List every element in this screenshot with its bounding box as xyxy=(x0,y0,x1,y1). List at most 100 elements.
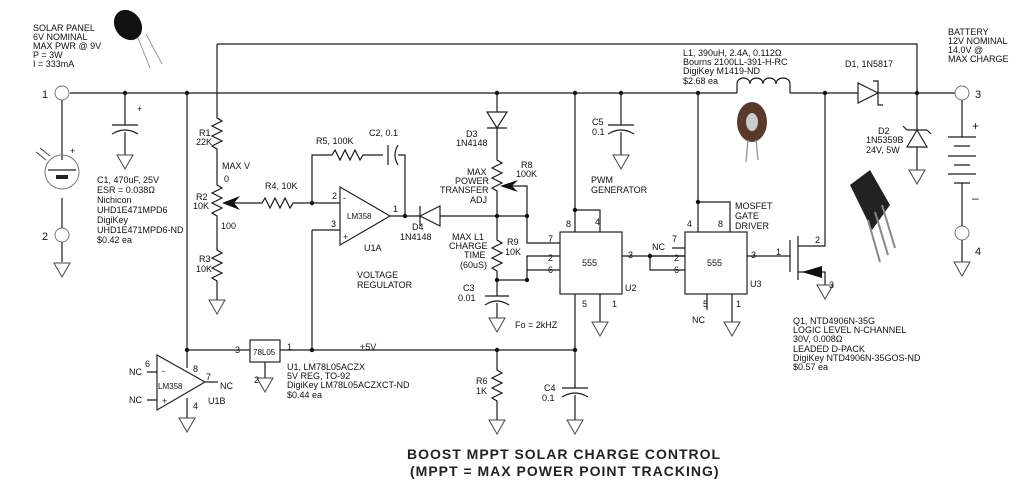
svg-text:12V NOMINAL: 12V NOMINAL xyxy=(948,36,1008,46)
svg-text:U2: U2 xyxy=(625,283,637,293)
svg-text:3: 3 xyxy=(751,250,756,260)
svg-text:I = 333mA: I = 333mA xyxy=(33,59,74,69)
svg-text:U3: U3 xyxy=(750,279,762,289)
svg-text:U1A: U1A xyxy=(364,243,382,253)
u3-555 xyxy=(647,90,790,337)
svg-text:MAX V: MAX V xyxy=(222,161,250,171)
svg-text:U1B: U1B xyxy=(208,396,226,406)
svg-text:DigiKey NTD4906N-35GOS-ND: DigiKey NTD4906N-35GOS-ND xyxy=(793,353,921,363)
svg-text:Nichicon: Nichicon xyxy=(97,195,132,205)
battery-label: BATTERY 12V NOMINAL 14.0V @ MAX CHARGE xyxy=(948,27,1009,64)
svg-text:0.01: 0.01 xyxy=(458,293,476,303)
u1a-opamp xyxy=(311,144,420,350)
svg-text:SOLAR PANEL: SOLAR PANEL xyxy=(33,23,95,33)
svg-text:1N4148: 1N4148 xyxy=(400,232,432,242)
svg-text:8: 8 xyxy=(193,364,198,374)
svg-text:D2: D2 xyxy=(878,126,890,136)
svg-text:24V, 5W: 24V, 5W xyxy=(866,145,900,155)
svg-text:R2: R2 xyxy=(196,192,208,202)
svg-text:555: 555 xyxy=(707,258,722,268)
svg-text:PWM: PWM xyxy=(591,175,613,185)
svg-text:C3: C3 xyxy=(463,283,475,293)
svg-text:NC: NC xyxy=(220,381,233,391)
c1-label: C1, 470uF, 25V ESR = 0.038Ω Nichicon UHD… xyxy=(97,175,184,245)
terminal-4[interactable] xyxy=(954,225,970,241)
svg-text:DigiKey: DigiKey xyxy=(97,215,129,225)
u1b-labels: LM358 - + 6 8 7 4 NC NC NC U1B xyxy=(129,359,233,411)
terminal-1[interactable] xyxy=(54,85,70,101)
svg-text:P = 3W: P = 3W xyxy=(33,50,63,60)
r9-label: MAX L1 CHARGE TIME (60uS) R9 10K xyxy=(449,232,521,270)
terminal-2[interactable] xyxy=(54,227,70,243)
solar-panel xyxy=(35,85,80,278)
battery-symbol xyxy=(948,85,976,277)
svg-text:NC: NC xyxy=(692,315,705,325)
svg-text:8: 8 xyxy=(718,219,723,229)
c5-capacitor xyxy=(607,90,635,170)
svg-text:R6: R6 xyxy=(476,376,488,386)
svg-text:R1: R1 xyxy=(199,128,211,138)
svg-text:+: + xyxy=(343,232,348,242)
svg-text:LM358: LM358 xyxy=(347,212,372,221)
u1b-opamp xyxy=(147,353,218,433)
svg-text:Q1, NTD4906N-35G: Q1, NTD4906N-35G xyxy=(793,316,875,326)
svg-text:4: 4 xyxy=(193,401,198,411)
svg-text:+: + xyxy=(70,146,75,156)
svg-text:3: 3 xyxy=(235,345,240,355)
q1-mosfet xyxy=(789,90,834,300)
svg-text:R9: R9 xyxy=(507,237,519,247)
svg-text:1: 1 xyxy=(287,342,292,352)
capacitor-photo-icon xyxy=(113,9,163,69)
svg-text:3: 3 xyxy=(628,250,633,260)
d2-label: D2 1N5359B 24V, 5W xyxy=(866,126,904,155)
svg-text:5: 5 xyxy=(703,299,708,309)
svg-text:2: 2 xyxy=(815,235,820,245)
l1-inductor xyxy=(736,77,791,93)
r6-resistor xyxy=(488,350,506,435)
svg-text:3: 3 xyxy=(331,219,336,229)
svg-text:5V REG, TO-92: 5V REG, TO-92 xyxy=(287,371,350,381)
svg-text:8: 8 xyxy=(566,219,571,229)
svg-text:$0.42 ea: $0.42 ea xyxy=(97,235,132,245)
timing-network xyxy=(484,90,560,333)
svg-text:R8: R8 xyxy=(521,160,533,170)
r8-label: MAX POWER TRANSFER ADJ R8 100K xyxy=(440,160,537,205)
svg-text:3: 3 xyxy=(829,280,834,290)
terminal-3[interactable] xyxy=(954,85,970,101)
svg-text:1: 1 xyxy=(776,247,781,257)
svg-text:2: 2 xyxy=(674,253,679,263)
svg-text:1K: 1K xyxy=(476,386,487,396)
svg-text:NC: NC xyxy=(652,242,665,252)
svg-text:MAX: MAX xyxy=(467,167,487,177)
svg-text:MAX PWR @ 9V: MAX PWR @ 9V xyxy=(33,41,101,51)
svg-text:7: 7 xyxy=(548,234,553,244)
svg-text:TRANSFER: TRANSFER xyxy=(440,185,489,195)
svg-text:14.0V @: 14.0V @ xyxy=(948,45,983,55)
svg-text:LM358: LM358 xyxy=(158,382,183,391)
svg-text:TIME: TIME xyxy=(464,250,486,260)
diagram-title: BOOST MPPT SOLAR CHARGE CONTROL xyxy=(407,446,721,462)
l1-label: L1, 390uH, 2.4A, 0.112Ω Bourns 2100LL-39… xyxy=(683,48,788,86)
svg-text:555: 555 xyxy=(582,258,597,268)
svg-text:6: 6 xyxy=(674,265,679,275)
svg-text:-: - xyxy=(162,366,165,376)
svg-text:R4, 10K: R4, 10K xyxy=(265,181,298,191)
svg-text:1N5359B: 1N5359B xyxy=(866,135,904,145)
svg-text:MAX L1: MAX L1 xyxy=(452,232,484,242)
toroid-photo-icon xyxy=(737,102,767,163)
svg-text:10K: 10K xyxy=(196,264,212,274)
svg-text:6: 6 xyxy=(548,265,553,275)
svg-text:UHD1E471MPD6-ND: UHD1E471MPD6-ND xyxy=(97,225,184,235)
divider-network xyxy=(184,44,315,350)
battery-sense-wire xyxy=(217,43,918,93)
d1-diode xyxy=(845,80,895,106)
svg-text:0: 0 xyxy=(224,174,229,184)
svg-text:C2, 0.1: C2, 0.1 xyxy=(369,128,398,138)
svg-text:3: 3 xyxy=(975,89,981,101)
svg-text:–: – xyxy=(972,191,979,205)
svg-text:C1, 470uF, 25V: C1, 470uF, 25V xyxy=(97,175,159,185)
svg-text:ADJ: ADJ xyxy=(470,195,487,205)
c1-capacitor xyxy=(111,90,139,170)
svg-text:GENERATOR: GENERATOR xyxy=(591,185,648,195)
svg-text:0.1: 0.1 xyxy=(592,127,605,137)
